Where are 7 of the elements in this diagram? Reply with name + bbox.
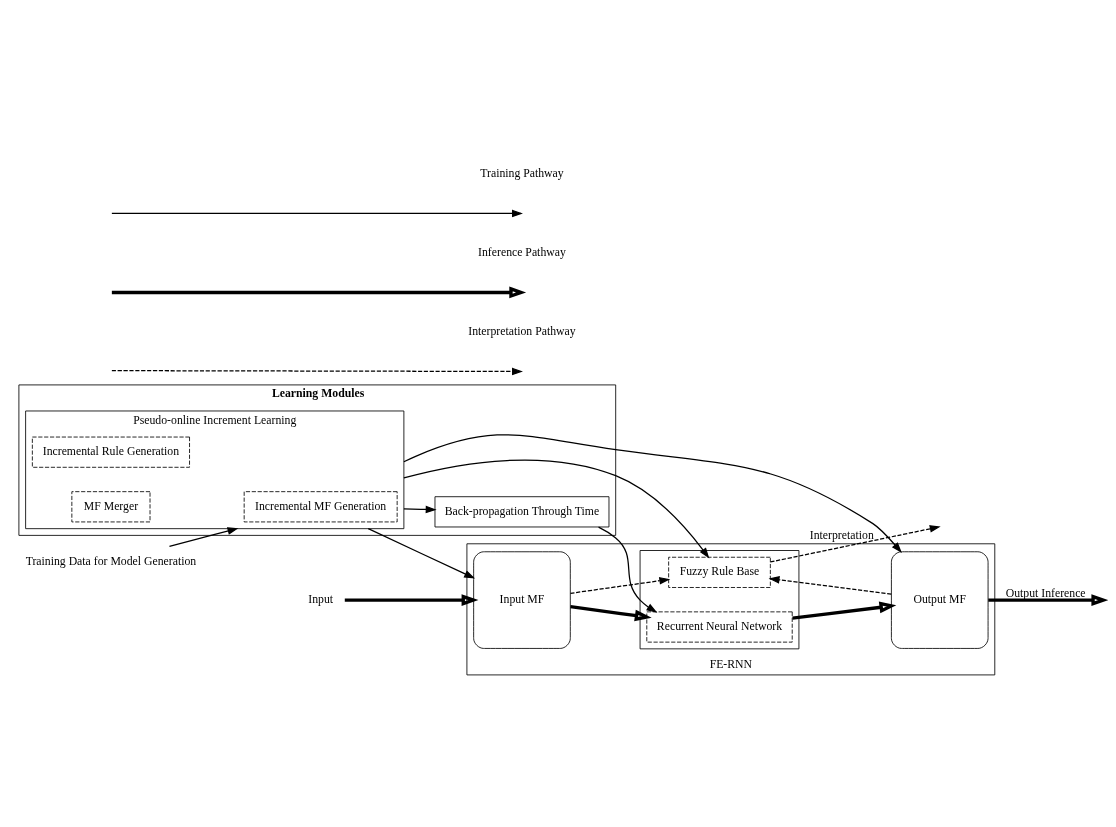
legend-label: Interpretation Pathway [468, 325, 576, 339]
legend-label: Inference Pathway [478, 246, 566, 260]
edge-label: Interpretation [809, 528, 874, 542]
legend-label: Training Pathway [480, 167, 564, 181]
node-text: Training Data for Model Generation [25, 554, 197, 568]
node-text: Input [308, 593, 334, 607]
edge-label: Output Inference [1005, 586, 1086, 600]
